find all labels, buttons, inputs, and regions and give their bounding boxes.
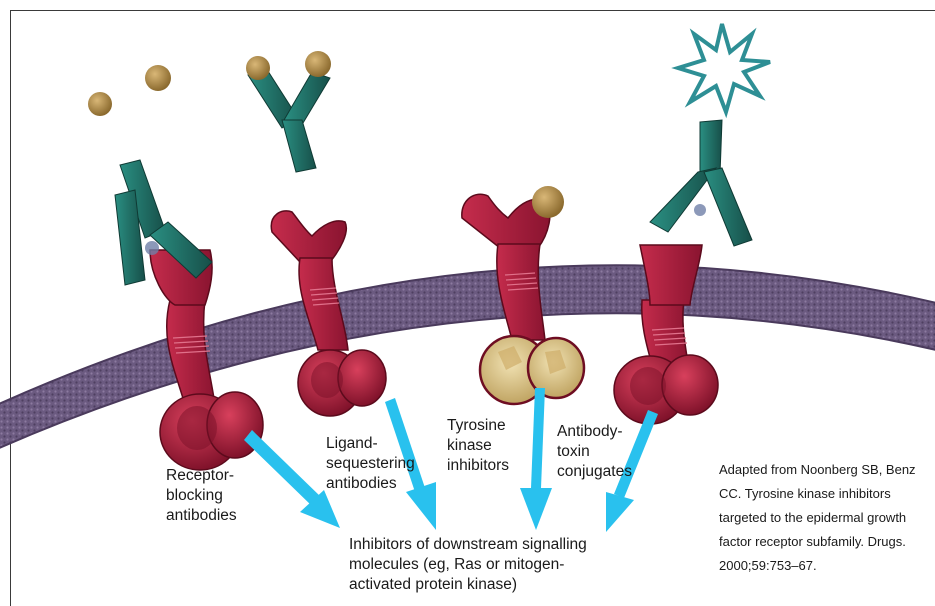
citation-line: CC. Tyrosine kinase inhibitors: [719, 482, 916, 506]
citation-line: targeted to the epidermal growth: [719, 506, 916, 530]
label-line: Ligand-: [326, 434, 415, 454]
citation-line: Adapted from Noonberg SB, Benz: [719, 458, 916, 482]
label-line: antibodies: [326, 474, 415, 494]
sequestering-antibody: [246, 51, 331, 172]
label-antibody-toxin-conjugates: Antibody- toxin conjugates: [557, 422, 632, 482]
label-line: sequestering: [326, 454, 415, 474]
toxin-conjugated-antibody: [650, 120, 752, 246]
label-line: conjugates: [557, 462, 632, 482]
citation-line: 2000;59:753–67.: [719, 554, 916, 578]
label-line: kinase: [447, 436, 509, 456]
label-line: Inhibitors of downstream signalling: [349, 535, 587, 555]
toxin-star-icon: [678, 24, 770, 112]
free-ligands: [88, 65, 171, 116]
label-line: activated protein kinase): [349, 575, 587, 595]
label-line: Tyrosine: [447, 416, 509, 436]
label-line: molecules (eg, Ras or mitogen-: [349, 555, 587, 575]
label-line: blocking: [166, 486, 237, 506]
label-line: Antibody-: [557, 422, 632, 442]
label-ligand-sequestering-antibodies: Ligand- sequestering antibodies: [326, 434, 415, 494]
arrow-receptor-3: [520, 388, 552, 530]
label-line: Receptor-: [166, 466, 237, 486]
label-line: antibodies: [166, 506, 237, 526]
citation-line: factor receptor subfamily. Drugs.: [719, 530, 916, 554]
label-receptor-blocking-antibodies: Receptor- blocking antibodies: [166, 466, 237, 526]
label-downstream-inhibitors: Inhibitors of downstream signalling mole…: [349, 535, 587, 595]
label-tyrosine-kinase-inhibitors: Tyrosine kinase inhibitors: [447, 416, 509, 476]
citation: Adapted from Noonberg SB, Benz CC. Tyros…: [719, 458, 916, 578]
label-line: toxin: [557, 442, 632, 462]
label-line: inhibitors: [447, 456, 509, 476]
